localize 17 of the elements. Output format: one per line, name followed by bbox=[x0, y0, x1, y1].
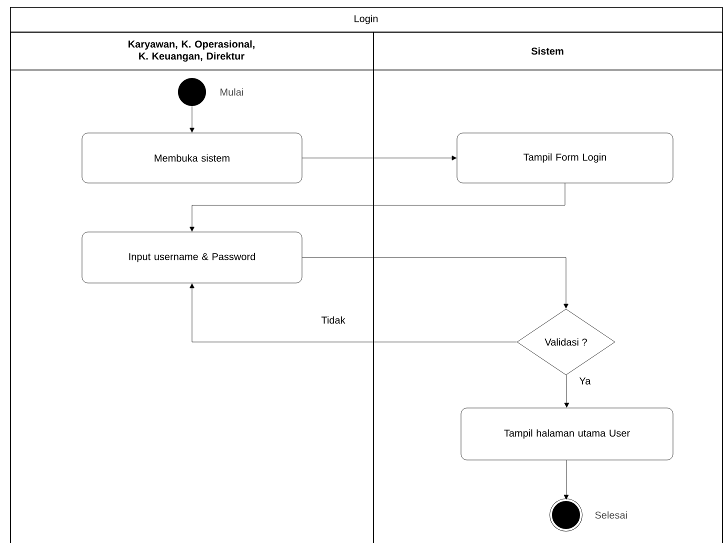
end-node bbox=[550, 498, 582, 532]
action-box: Membuka sistem bbox=[82, 132, 302, 184]
action-box: Tampil Form Login bbox=[456, 132, 674, 184]
start-node bbox=[178, 78, 206, 106]
flow-arrow bbox=[564, 374, 570, 408]
action-box: Input username & Password bbox=[82, 232, 302, 284]
node-caption: Mulai bbox=[220, 88, 243, 96]
flow-arrow bbox=[190, 106, 194, 133]
edge-label: Tidak bbox=[320, 315, 346, 325]
flow-arrow bbox=[302, 257, 568, 309]
edge-label: Ya bbox=[578, 376, 592, 386]
flow-arrow bbox=[190, 183, 566, 232]
flow-arrow bbox=[302, 156, 457, 160]
node-caption: Selesai bbox=[595, 511, 627, 519]
action-box: Tampil halaman utama User bbox=[460, 408, 674, 460]
flow-arrow bbox=[564, 460, 569, 500]
flow-arrow bbox=[190, 283, 517, 342]
